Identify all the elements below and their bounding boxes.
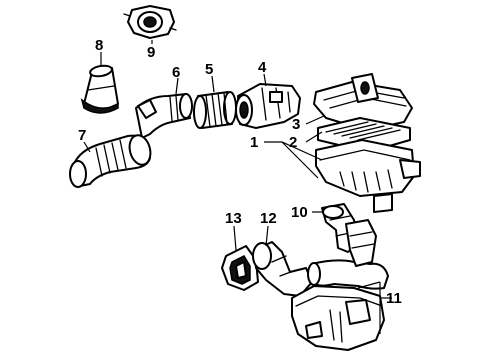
bellows-coupler bbox=[193, 91, 237, 129]
callout-1: 1 bbox=[250, 134, 258, 151]
air-filter-element bbox=[317, 117, 411, 153]
resonator-tank bbox=[291, 285, 385, 351]
callout-4: 4 bbox=[258, 59, 267, 76]
rubber-sleeve bbox=[80, 64, 119, 114]
intake-duct bbox=[307, 219, 389, 290]
air-cleaner-cover bbox=[313, 73, 413, 131]
callout-6: 6 bbox=[172, 64, 180, 81]
callout-11: 11 bbox=[386, 290, 402, 307]
callout-2: 2 bbox=[289, 134, 297, 151]
callout-13: 13 bbox=[225, 210, 242, 227]
gasket bbox=[221, 245, 259, 291]
resonator-elbow bbox=[252, 241, 313, 297]
callout-5: 5 bbox=[205, 61, 213, 78]
airflow-housing bbox=[235, 83, 301, 129]
callout-9: 9 bbox=[147, 44, 155, 61]
callout-12: 12 bbox=[260, 210, 277, 227]
airflow-sensor bbox=[123, 5, 177, 39]
callout-3: 3 bbox=[292, 116, 300, 133]
callout-labels: 1 2 3 4 5 6 7 8 9 10 11 12 13 bbox=[78, 37, 402, 307]
air-cleaner-case bbox=[315, 139, 421, 213]
leader-lines bbox=[83, 40, 392, 334]
corrugated-hose bbox=[69, 134, 152, 188]
intake-elbow bbox=[135, 93, 193, 139]
callout-10: 10 bbox=[291, 204, 308, 221]
callout-7: 7 bbox=[78, 127, 86, 144]
callout-8: 8 bbox=[95, 37, 103, 54]
